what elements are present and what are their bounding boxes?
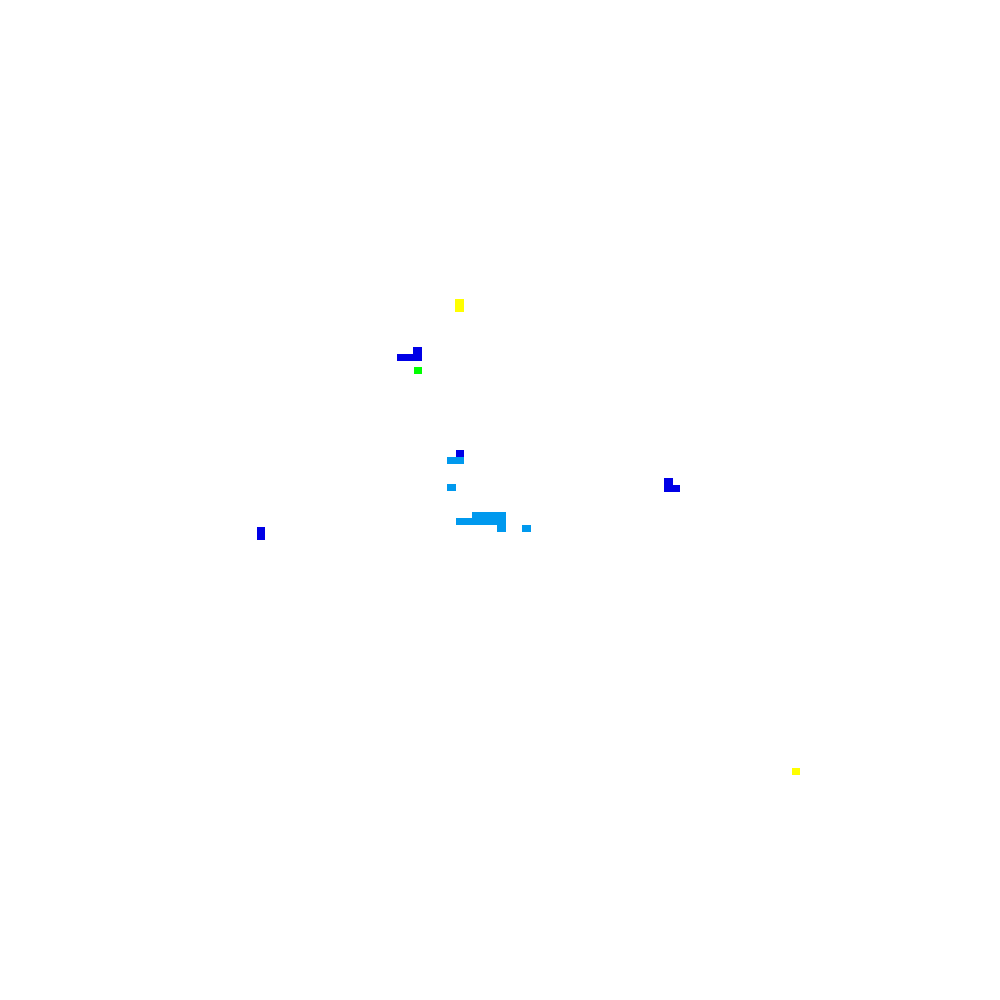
light-blue-mark-4 [522,525,531,532]
yellow-mark-2 [792,768,800,775]
blue-mark-3-part-2 [664,485,680,492]
light-blue-mark-3-part-1 [472,512,506,519]
blue-mark-1-part-1 [397,354,422,361]
yellow-mark-1 [455,299,464,312]
green-mark-1 [414,367,422,374]
light-blue-mark-2 [447,484,456,491]
blue-mark-4 [257,527,265,540]
light-blue-mark-3-part-2 [456,518,506,525]
light-blue-mark-3-part-3 [497,525,506,532]
blue-mark-2 [456,450,464,457]
light-blue-mark-1 [447,457,464,464]
blue-mark-1-part-2 [413,347,422,354]
